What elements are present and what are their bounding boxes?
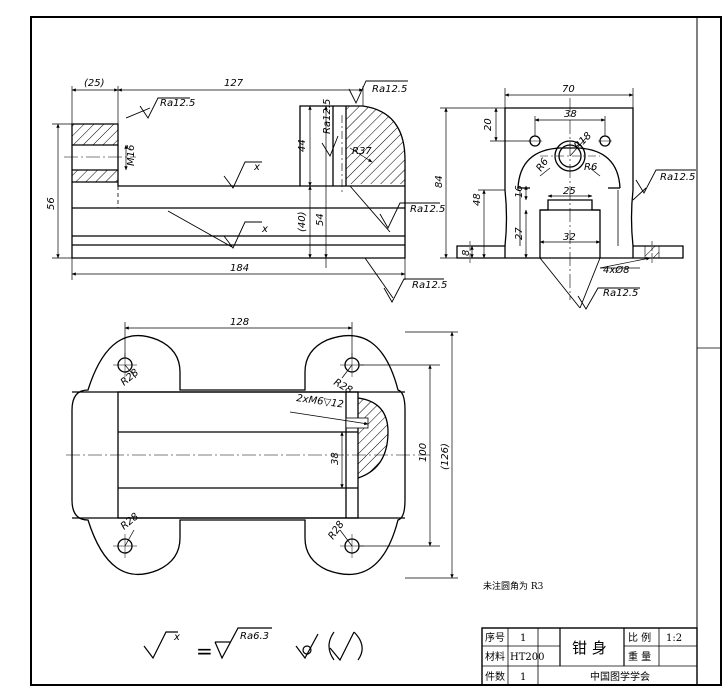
ra-front-rotated: Ra12.5 <box>322 99 333 134</box>
dim-side-38: 38 <box>564 109 577 120</box>
front-roughness-marks <box>125 80 444 303</box>
dim-top-r28c: R28 <box>119 511 141 532</box>
top-outline <box>71 335 406 575</box>
sheet-border <box>30 16 722 686</box>
rough-x-1: x <box>253 162 260 173</box>
dim-top-100: 100 <box>418 443 429 462</box>
tb-weight-label: 重 量 <box>628 650 651 663</box>
ra-side-bottom: Ra12.5 <box>603 288 638 299</box>
front-view <box>64 105 406 259</box>
legend-ra: Ra6.3 <box>240 631 269 642</box>
roughness-legend-labels: x = Ra6.3 <box>173 631 269 663</box>
dim-front-127: 127 <box>224 78 244 89</box>
dim-side-8: 8 <box>461 250 472 256</box>
front-roughness-labels: Ra12.5 Ra12.5 Ra12.5 x x Ra12.5 Ra12.5 <box>160 84 447 291</box>
dim-side-32: 32 <box>563 232 576 243</box>
dim-front-40: (40) <box>297 211 308 232</box>
ra-front-topleft: Ra12.5 <box>160 98 195 109</box>
legend-equals: = <box>196 639 213 663</box>
front-hatch-left-lower <box>72 170 118 182</box>
title-block <box>481 627 698 686</box>
ra-front-bottom: Ra12.5 <box>412 280 447 291</box>
tb-material-value: HT200 <box>510 652 544 663</box>
dim-front-m16: M16 <box>126 145 137 166</box>
dim-front-44: 44 <box>297 139 308 152</box>
dim-top-r28d: R28 <box>326 519 346 541</box>
tb-count-value: 1 <box>520 672 526 683</box>
title-block-text: 序号 1 钳 身 比 例 1:2 材料 HT200 重 量 件数 1 中国图学学… <box>485 631 682 683</box>
front-hatch-jaw <box>346 106 405 184</box>
dim-front-56: 56 <box>46 197 57 210</box>
top-view <box>66 335 430 575</box>
dim-top-126: (126) <box>440 443 451 470</box>
tb-seq-value: 1 <box>520 633 526 644</box>
tb-scale-label: 比 例 <box>628 631 651 644</box>
dim-side-70: 70 <box>562 84 575 95</box>
dim-top-128: 128 <box>230 317 249 328</box>
tb-count-label: 件数 <box>485 670 505 683</box>
front-dimension-labels: (25) 127 184 56 M16 44 (40) 54 R37 <box>46 78 372 274</box>
dim-front-184: 184 <box>230 263 249 274</box>
dim-side-r6a: R6 <box>534 157 551 174</box>
dim-side-48: 48 <box>472 193 483 206</box>
tb-material-label: 材料 <box>485 650 505 663</box>
front-outline <box>71 105 406 259</box>
legend-x: x <box>173 632 180 643</box>
ra-front-right: Ra12.5 <box>410 204 445 215</box>
front-dimensions <box>52 86 406 280</box>
dim-side-25: 25 <box>563 186 576 197</box>
side-roughness-marks <box>539 169 696 310</box>
ra-side-right: Ra12.5 <box>660 172 695 183</box>
dim-side-r18: R18 <box>572 130 594 152</box>
top-dimension-labels: 128 100 (126) 38 R28 R28 R28 R28 2xM6▽12 <box>119 317 451 542</box>
dim-top-r28a: R28 <box>119 367 141 388</box>
general-note: 未注圆角为 R3 <box>483 580 544 592</box>
dim-side-20: 20 <box>483 118 494 131</box>
tb-seq-label: 序号 <box>485 631 505 644</box>
dim-front-r37: R37 <box>352 146 372 157</box>
dim-top-r28b: R28 <box>332 377 355 396</box>
side-dimensions <box>440 88 651 269</box>
dim-side-84: 84 <box>434 175 445 188</box>
dim-top-38: 38 <box>330 452 341 465</box>
dim-side-r6b: R6 <box>584 162 597 173</box>
dim-front-25: (25) <box>84 78 105 89</box>
ra-front-topright: Ra12.5 <box>372 84 407 95</box>
rough-x-2: x <box>261 224 268 235</box>
roughness-legend <box>143 627 363 662</box>
dim-side-16: 16 <box>514 185 525 198</box>
tb-part-name: 钳 身 <box>572 639 607 657</box>
side-roughness-labels: Ra12.5 Ra12.5 <box>603 172 695 299</box>
tb-scale-value: 1:2 <box>666 633 682 644</box>
tb-org: 中国图学学会 <box>590 670 650 683</box>
front-hatch-left-upper <box>72 124 118 145</box>
dim-side-27: 27 <box>514 227 525 240</box>
dim-side-holes: 4xØ8 <box>603 264 630 276</box>
dim-top-thread: 2xM6▽12 <box>296 393 345 411</box>
top-dimensions <box>124 322 458 579</box>
dim-front-54: 54 <box>315 213 326 226</box>
